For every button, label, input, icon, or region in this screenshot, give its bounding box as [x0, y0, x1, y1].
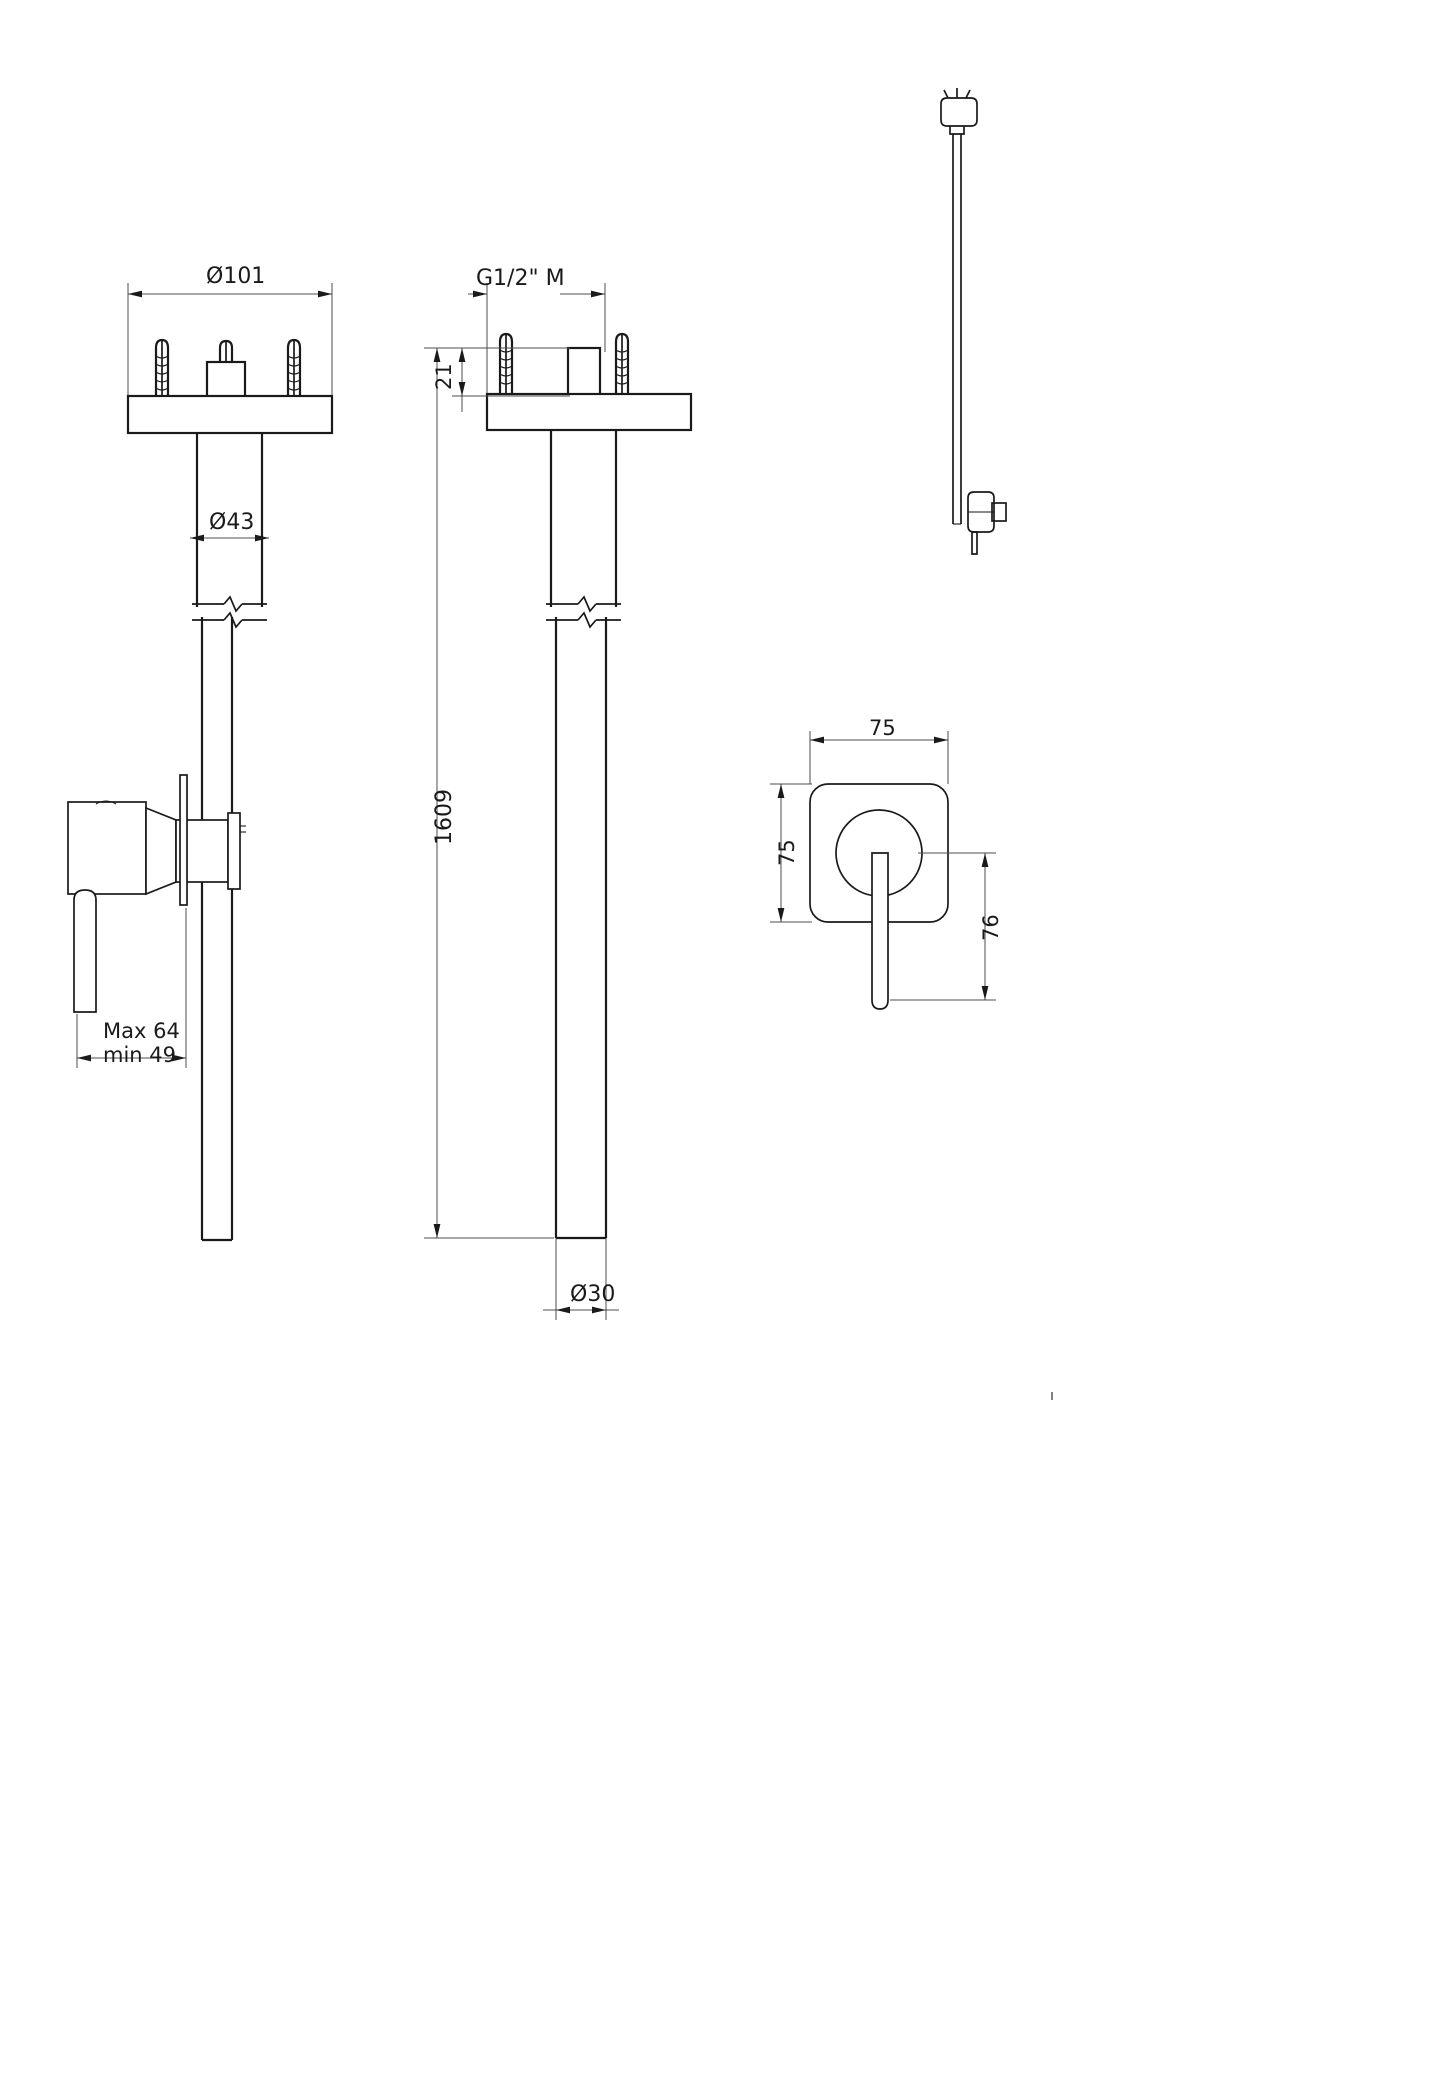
anchor-screw-right	[286, 338, 302, 402]
label-plate-width: 75	[869, 716, 896, 740]
pipe-break-symbol-left	[192, 595, 267, 629]
dim-plate-width	[809, 731, 949, 784]
label-plate-height: 75	[775, 839, 799, 866]
label-max-projection: Max 64	[103, 1019, 180, 1043]
dim-overall-length	[424, 347, 554, 1239]
label-handle-length: 76	[979, 914, 1003, 941]
upper-pipe-body	[195, 433, 264, 607]
riser-mixer-body	[967, 491, 1007, 555]
lower-pipe-body	[200, 617, 234, 1242]
label-outlet-diameter: Ø30	[570, 1282, 616, 1307]
anchor-screw-right-section	[614, 332, 630, 398]
escutcheon-edge	[179, 774, 188, 906]
dim-thread-leader	[468, 283, 606, 410]
label-min-projection: min 49	[103, 1043, 176, 1067]
dim-plate-height	[770, 783, 812, 923]
label-overall-length: 1609	[432, 789, 457, 845]
anchor-screw-left	[154, 338, 170, 402]
plate-detail-view	[770, 731, 996, 1010]
dim-handle-length	[890, 852, 996, 1001]
mixer-valve-body	[67, 774, 246, 1013]
label-pipe-diameter: Ø43	[209, 510, 255, 535]
mixer-lever-handle	[73, 889, 97, 1013]
lower-pipe-body-section	[554, 617, 608, 1240]
label-flange-diameter: Ø101	[206, 264, 266, 289]
dim-pipe-diameter	[190, 534, 269, 542]
riser-top-bracket	[940, 88, 978, 135]
lever-handle-front	[871, 852, 889, 1010]
pipe-break-symbol-center	[546, 595, 621, 629]
center-outlet-stub-section	[566, 346, 602, 398]
wall-flange-plate	[126, 394, 334, 435]
left-elevation-view	[67, 283, 334, 1242]
label-thread-spec: G1/2" M	[476, 266, 565, 291]
dim-flange-diameter	[127, 283, 333, 412]
center-section-view	[424, 283, 693, 1320]
upper-pipe-body-section	[549, 430, 618, 607]
riser-rail-assembly	[940, 88, 1007, 555]
wall-flange-plate-section	[485, 392, 693, 432]
dim-outlet-diameter	[543, 1238, 619, 1320]
anchor-screw-left-section	[498, 332, 514, 398]
dim-projection	[76, 908, 187, 1068]
label-spout-offset: 21	[432, 363, 456, 390]
riser-rail	[952, 134, 962, 525]
